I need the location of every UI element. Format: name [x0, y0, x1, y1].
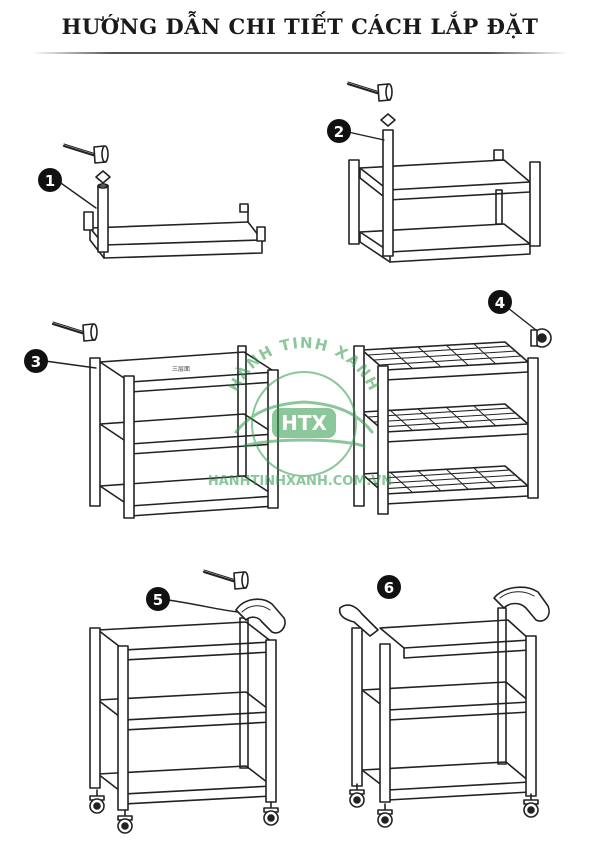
title-divider	[32, 52, 568, 54]
step-6-illustration	[338, 586, 550, 828]
step-badge-5: 5	[146, 587, 170, 611]
step-badges: 1 2 3 4 5 6	[24, 119, 537, 613]
watermark-url: HANHTINHXANH.COM.VN	[208, 474, 392, 489]
step-badge-1: 1	[38, 168, 62, 192]
watermark-badge: HTX	[281, 411, 327, 435]
step-2-illustration	[346, 80, 541, 263]
step-badge-4: 4	[488, 290, 512, 314]
step-1-illustration	[62, 142, 266, 259]
step-number-3: 3	[31, 353, 41, 371]
step-number-1: 1	[45, 172, 55, 190]
page-title: HƯỚNG DẪN CHI TIẾT CÁCH LẮP ĐẶT	[61, 14, 539, 39]
step-number-5: 5	[153, 591, 163, 609]
step-number-2: 2	[334, 123, 344, 141]
step-badge-2: 2	[327, 119, 351, 143]
step-badge-3: 3	[24, 349, 48, 373]
step-number-4: 4	[495, 294, 505, 312]
shelf-tag: 三层面	[172, 366, 190, 373]
step-number-6: 6	[384, 579, 394, 597]
step-badge-6: 6	[377, 575, 401, 599]
step-3-illustration: 三层面	[51, 320, 279, 519]
step-5-illustration	[89, 568, 286, 834]
step-4-illustration	[353, 328, 552, 515]
